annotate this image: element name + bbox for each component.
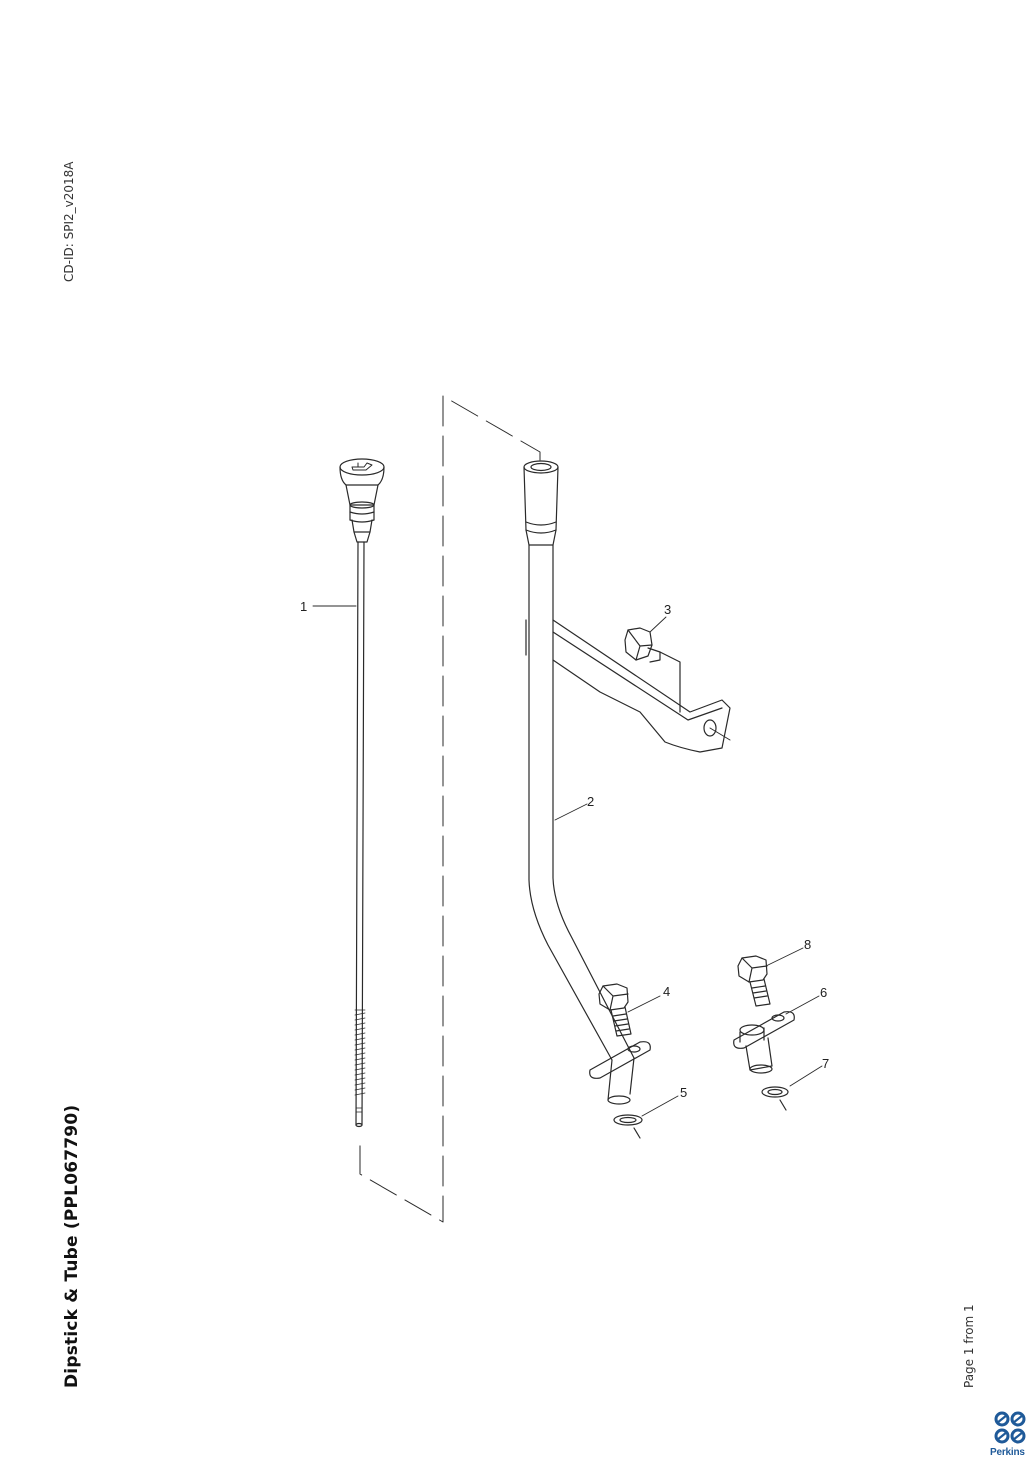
part-bolt-8[interactable] (737, 955, 771, 1007)
part-washer-5[interactable] (613, 1114, 643, 1139)
brand-name: Perkins (990, 1447, 1025, 1458)
callout-3: 3 (664, 602, 671, 617)
perkins-logo-icon (990, 1410, 1030, 1460)
part-dipstick[interactable] (339, 458, 385, 1128)
part-nut[interactable] (624, 627, 681, 713)
callout-8: 8 (804, 937, 811, 952)
callout-6: 6 (820, 985, 827, 1000)
callout-5: 5 (680, 1085, 687, 1100)
oil-can-icon (351, 462, 373, 471)
callout-7: 7 (822, 1056, 829, 1071)
dipstick-level-marks (354, 1009, 366, 1113)
part-bracket[interactable] (552, 619, 731, 753)
part-adapter-6[interactable] (733, 1011, 795, 1074)
assembly-path (359, 395, 541, 1223)
callout-2: 2 (587, 794, 594, 809)
part-washer-7[interactable] (761, 1086, 789, 1111)
leader-lines (312, 605, 823, 1117)
part-dipstick-tube[interactable] (523, 460, 651, 1105)
callout-4: 4 (663, 984, 670, 999)
part-bolt-4[interactable] (598, 983, 632, 1037)
callout-1: 1 (300, 599, 307, 614)
